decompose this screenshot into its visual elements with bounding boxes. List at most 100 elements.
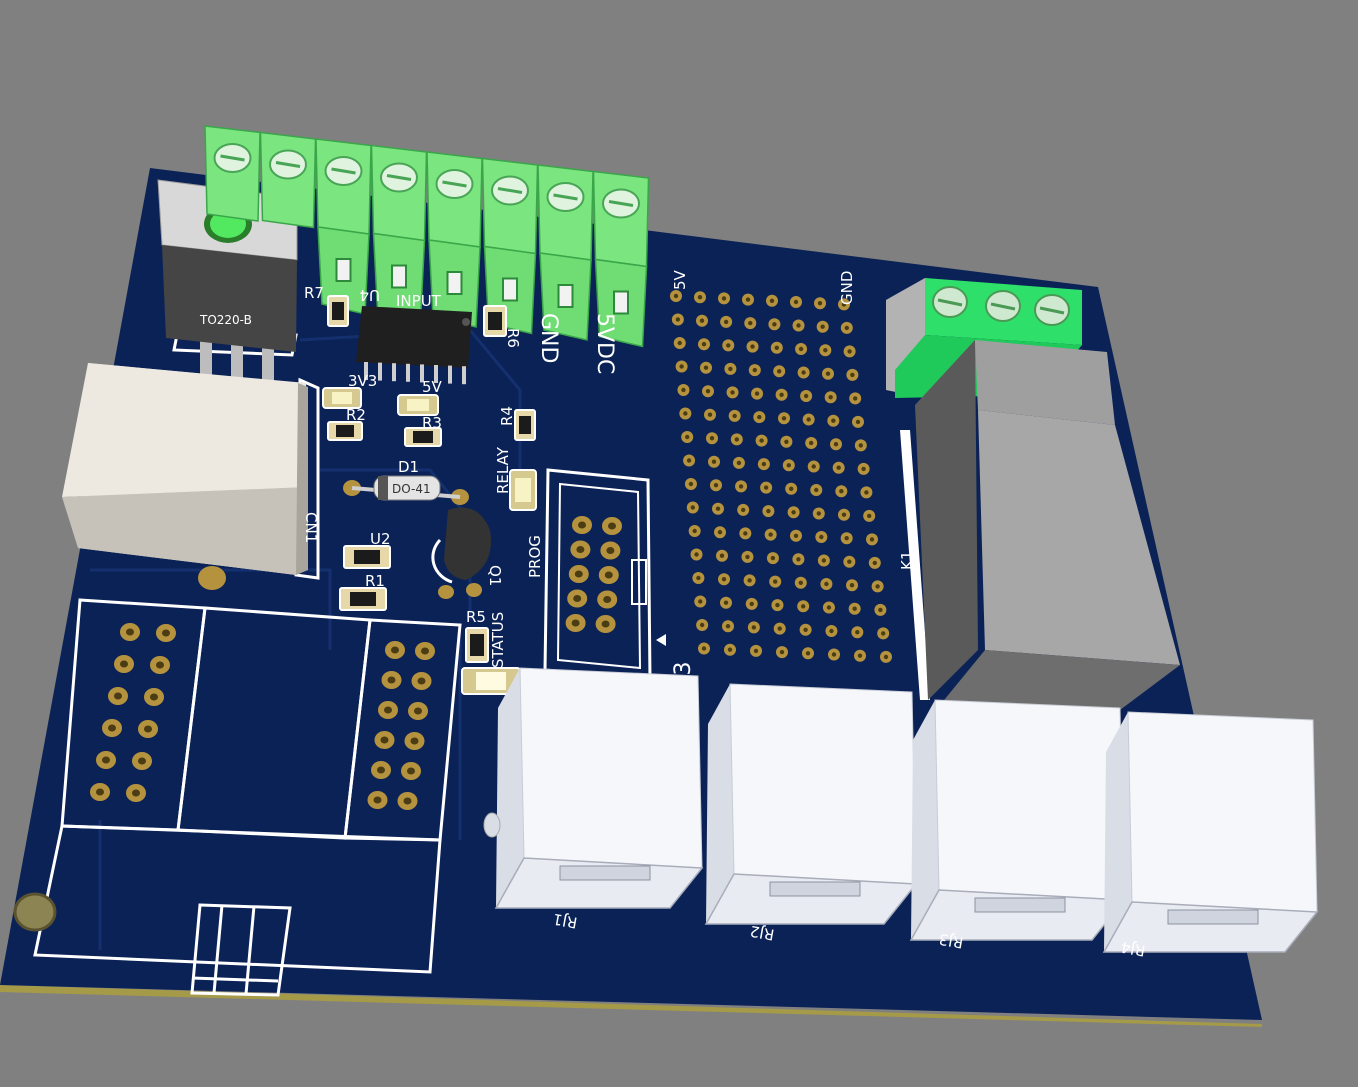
proto-pad-hole <box>803 393 809 399</box>
ic-pin <box>378 362 382 381</box>
proto-pad-hole <box>796 557 801 562</box>
proto-pad-hole <box>801 370 806 375</box>
ic-pin <box>364 362 368 380</box>
proto-pad-hole <box>723 319 729 325</box>
proto-pad-hole <box>775 602 780 608</box>
terminal-wire-entry <box>502 277 518 302</box>
proto-pad-hole <box>686 458 692 463</box>
terminal-screw-slot <box>553 193 578 201</box>
proto-pad-hole <box>752 367 757 373</box>
rj-connector <box>1102 711 1319 953</box>
proto-pad-hole <box>721 296 727 301</box>
proto-pad-hole <box>727 647 733 652</box>
proto-pad-hole <box>748 320 753 326</box>
proto-pad-hole <box>798 346 804 352</box>
proto-pad-hole <box>831 418 836 423</box>
r5-label: R5 <box>466 608 486 626</box>
proto-pad-hole <box>847 559 852 564</box>
header-pad-hole <box>126 628 134 636</box>
proto-pad-hole <box>751 625 757 630</box>
header-pad-hole <box>601 620 610 628</box>
proto-pad-hole <box>773 579 778 584</box>
proto-5v-label: 5V <box>671 269 689 290</box>
terminal-screw-slot <box>331 167 356 175</box>
terminal-screw-slot <box>608 200 634 207</box>
proto-pad-hole <box>777 369 782 374</box>
proto-pad-hole <box>829 628 834 634</box>
proto-pad-hole <box>743 531 748 536</box>
terminal-screw-slot <box>275 161 301 168</box>
proto-pad-hole <box>852 606 857 611</box>
proto-pad-hole <box>823 348 828 353</box>
header-pad-hole <box>384 706 392 714</box>
proto-pad-hole <box>869 537 875 542</box>
terminal-screw-slot <box>386 174 412 181</box>
proto-pad-hole <box>711 459 717 464</box>
proto-pad-hole <box>726 343 731 348</box>
proto-pad-hole <box>789 486 794 491</box>
r6-label: R6 <box>504 328 522 348</box>
proto-pad-hole <box>864 490 869 495</box>
rj4-label: RJ4 <box>1120 938 1147 960</box>
r2-label: R2 <box>346 406 366 424</box>
proto-pad-hole <box>701 646 707 651</box>
header-pad-hole <box>574 570 583 578</box>
header-pad-hole <box>421 647 429 655</box>
proto-pad-hole <box>836 465 841 470</box>
r4-label: R4 <box>498 406 516 426</box>
proto-pad-hole <box>721 577 727 582</box>
terminal-screw-slot <box>497 187 523 194</box>
proto-pad-hole <box>692 528 697 534</box>
proto-pad-hole <box>709 436 715 441</box>
proto-pad-hole <box>779 649 785 655</box>
status-led-label: STATUS <box>489 612 507 668</box>
proto-pad-hole <box>734 437 739 442</box>
right-header-pads <box>367 641 435 810</box>
terminal-position <box>537 164 594 261</box>
proto-pad-hole <box>841 302 847 307</box>
header-pad-hole <box>403 797 412 805</box>
rj-side <box>706 684 734 924</box>
rj-connector <box>483 667 704 909</box>
proto-pad-hole <box>811 464 816 469</box>
u4-label: U4 <box>359 286 380 304</box>
ic-pin <box>420 364 424 383</box>
terminal-wire-entry <box>557 284 574 308</box>
header-pad-hole <box>604 571 613 579</box>
relay-led-label: RELAY <box>494 446 512 494</box>
rj2-label: RJ2 <box>749 922 776 944</box>
header-pad-hole <box>114 692 122 700</box>
proto-pad-hole <box>784 439 789 444</box>
prog-label: PROG <box>526 535 544 578</box>
proto-pad-hole <box>754 391 760 396</box>
proto-pad-hole <box>707 412 713 417</box>
proto-pad-hole <box>833 442 839 447</box>
ic-pin <box>462 366 466 385</box>
regulator-package-label: TO220-B <box>199 313 252 327</box>
rj-peg <box>483 812 501 838</box>
proto-pad-hole <box>801 604 806 609</box>
proto-pad-hole <box>699 318 705 323</box>
proto-pad-hole <box>803 627 808 632</box>
header-pad-hole <box>108 724 116 732</box>
proto-pad-hole <box>793 299 799 305</box>
proto-pad-hole <box>768 532 773 537</box>
rj-latch <box>1167 909 1259 925</box>
rj-connectors <box>483 667 1319 953</box>
proto-pad-hole <box>747 578 752 583</box>
proto-pad-hole <box>696 575 701 581</box>
proto-pad-hole <box>761 461 767 467</box>
proto-pad-hole <box>705 389 711 394</box>
proto-pad-hole <box>697 295 703 300</box>
smd-components <box>322 295 537 695</box>
proto-pad-hole <box>777 626 782 631</box>
header-pad-hole <box>150 693 158 701</box>
proto-pad-hole <box>791 510 796 515</box>
terminal-position <box>204 125 261 222</box>
proto-pad-hole <box>824 581 829 587</box>
header-pad-hole <box>377 766 385 774</box>
proto-pad-hole <box>766 508 771 514</box>
header-pad-hole <box>573 595 582 602</box>
proto-pad-hole <box>769 298 775 303</box>
pcb-board-edge <box>0 985 1262 1027</box>
